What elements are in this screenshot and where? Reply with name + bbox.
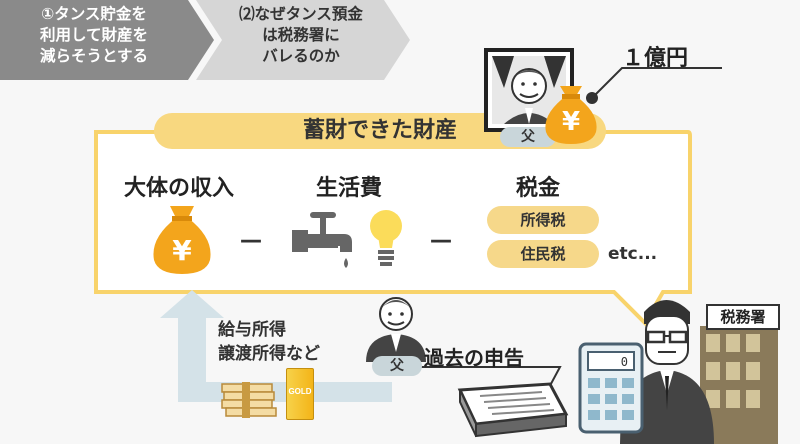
tax-office-building <box>700 326 778 444</box>
step-2-label[interactable]: ⑵なぜタンス預金 は税務署に バレるのか <box>239 5 363 65</box>
money-amount: １億円 <box>622 46 689 71</box>
gold-bar-label: GOLD <box>288 387 312 396</box>
minus-operator-1: － <box>238 228 265 258</box>
tax-office-sign: 税務署 <box>706 304 780 330</box>
documents-stack-icon <box>457 382 569 438</box>
past-filing-label: 過去の申告 <box>424 346 524 370</box>
svg-text:¥: ¥ <box>172 234 192 267</box>
light-bulb-icon <box>370 210 402 266</box>
tax-item-income-tax: 所得税 <box>487 206 599 234</box>
income-arrow <box>160 290 392 402</box>
calculator-display: 0 <box>621 355 628 369</box>
income-sources: 給与所得 譲渡所得など <box>218 320 320 364</box>
father-portrait-label: 父 <box>500 127 556 147</box>
income-money-bag-icon: ¥ <box>153 206 211 274</box>
minus-operator-2: － <box>428 228 455 258</box>
step-1-label[interactable]: ①タンス貯金を 利用して財産を 減らそうとする <box>39 5 149 65</box>
father-figure <box>366 297 426 362</box>
step-2-shape <box>196 0 410 80</box>
tax-item-resident-tax: 住民税 <box>487 240 599 268</box>
calculator-icon: 0 <box>578 342 644 434</box>
father-figure-label: 父 <box>372 356 422 376</box>
heading-living: 生活費 <box>316 176 383 201</box>
gold-bar-icon: GOLD <box>286 368 314 420</box>
money-bag-icon: ¥ <box>545 86 597 144</box>
tax-etc: etc... <box>608 244 658 264</box>
step-1-shape <box>0 0 214 80</box>
amount-callout-line <box>591 67 722 99</box>
svg-text:¥: ¥ <box>562 107 580 137</box>
heading-tax: 税金 <box>516 176 561 201</box>
heading-income: 大体の収入 <box>124 176 235 201</box>
step-arrows <box>0 0 410 80</box>
cash-stack-icon <box>221 382 277 418</box>
faucet-icon <box>292 212 352 268</box>
